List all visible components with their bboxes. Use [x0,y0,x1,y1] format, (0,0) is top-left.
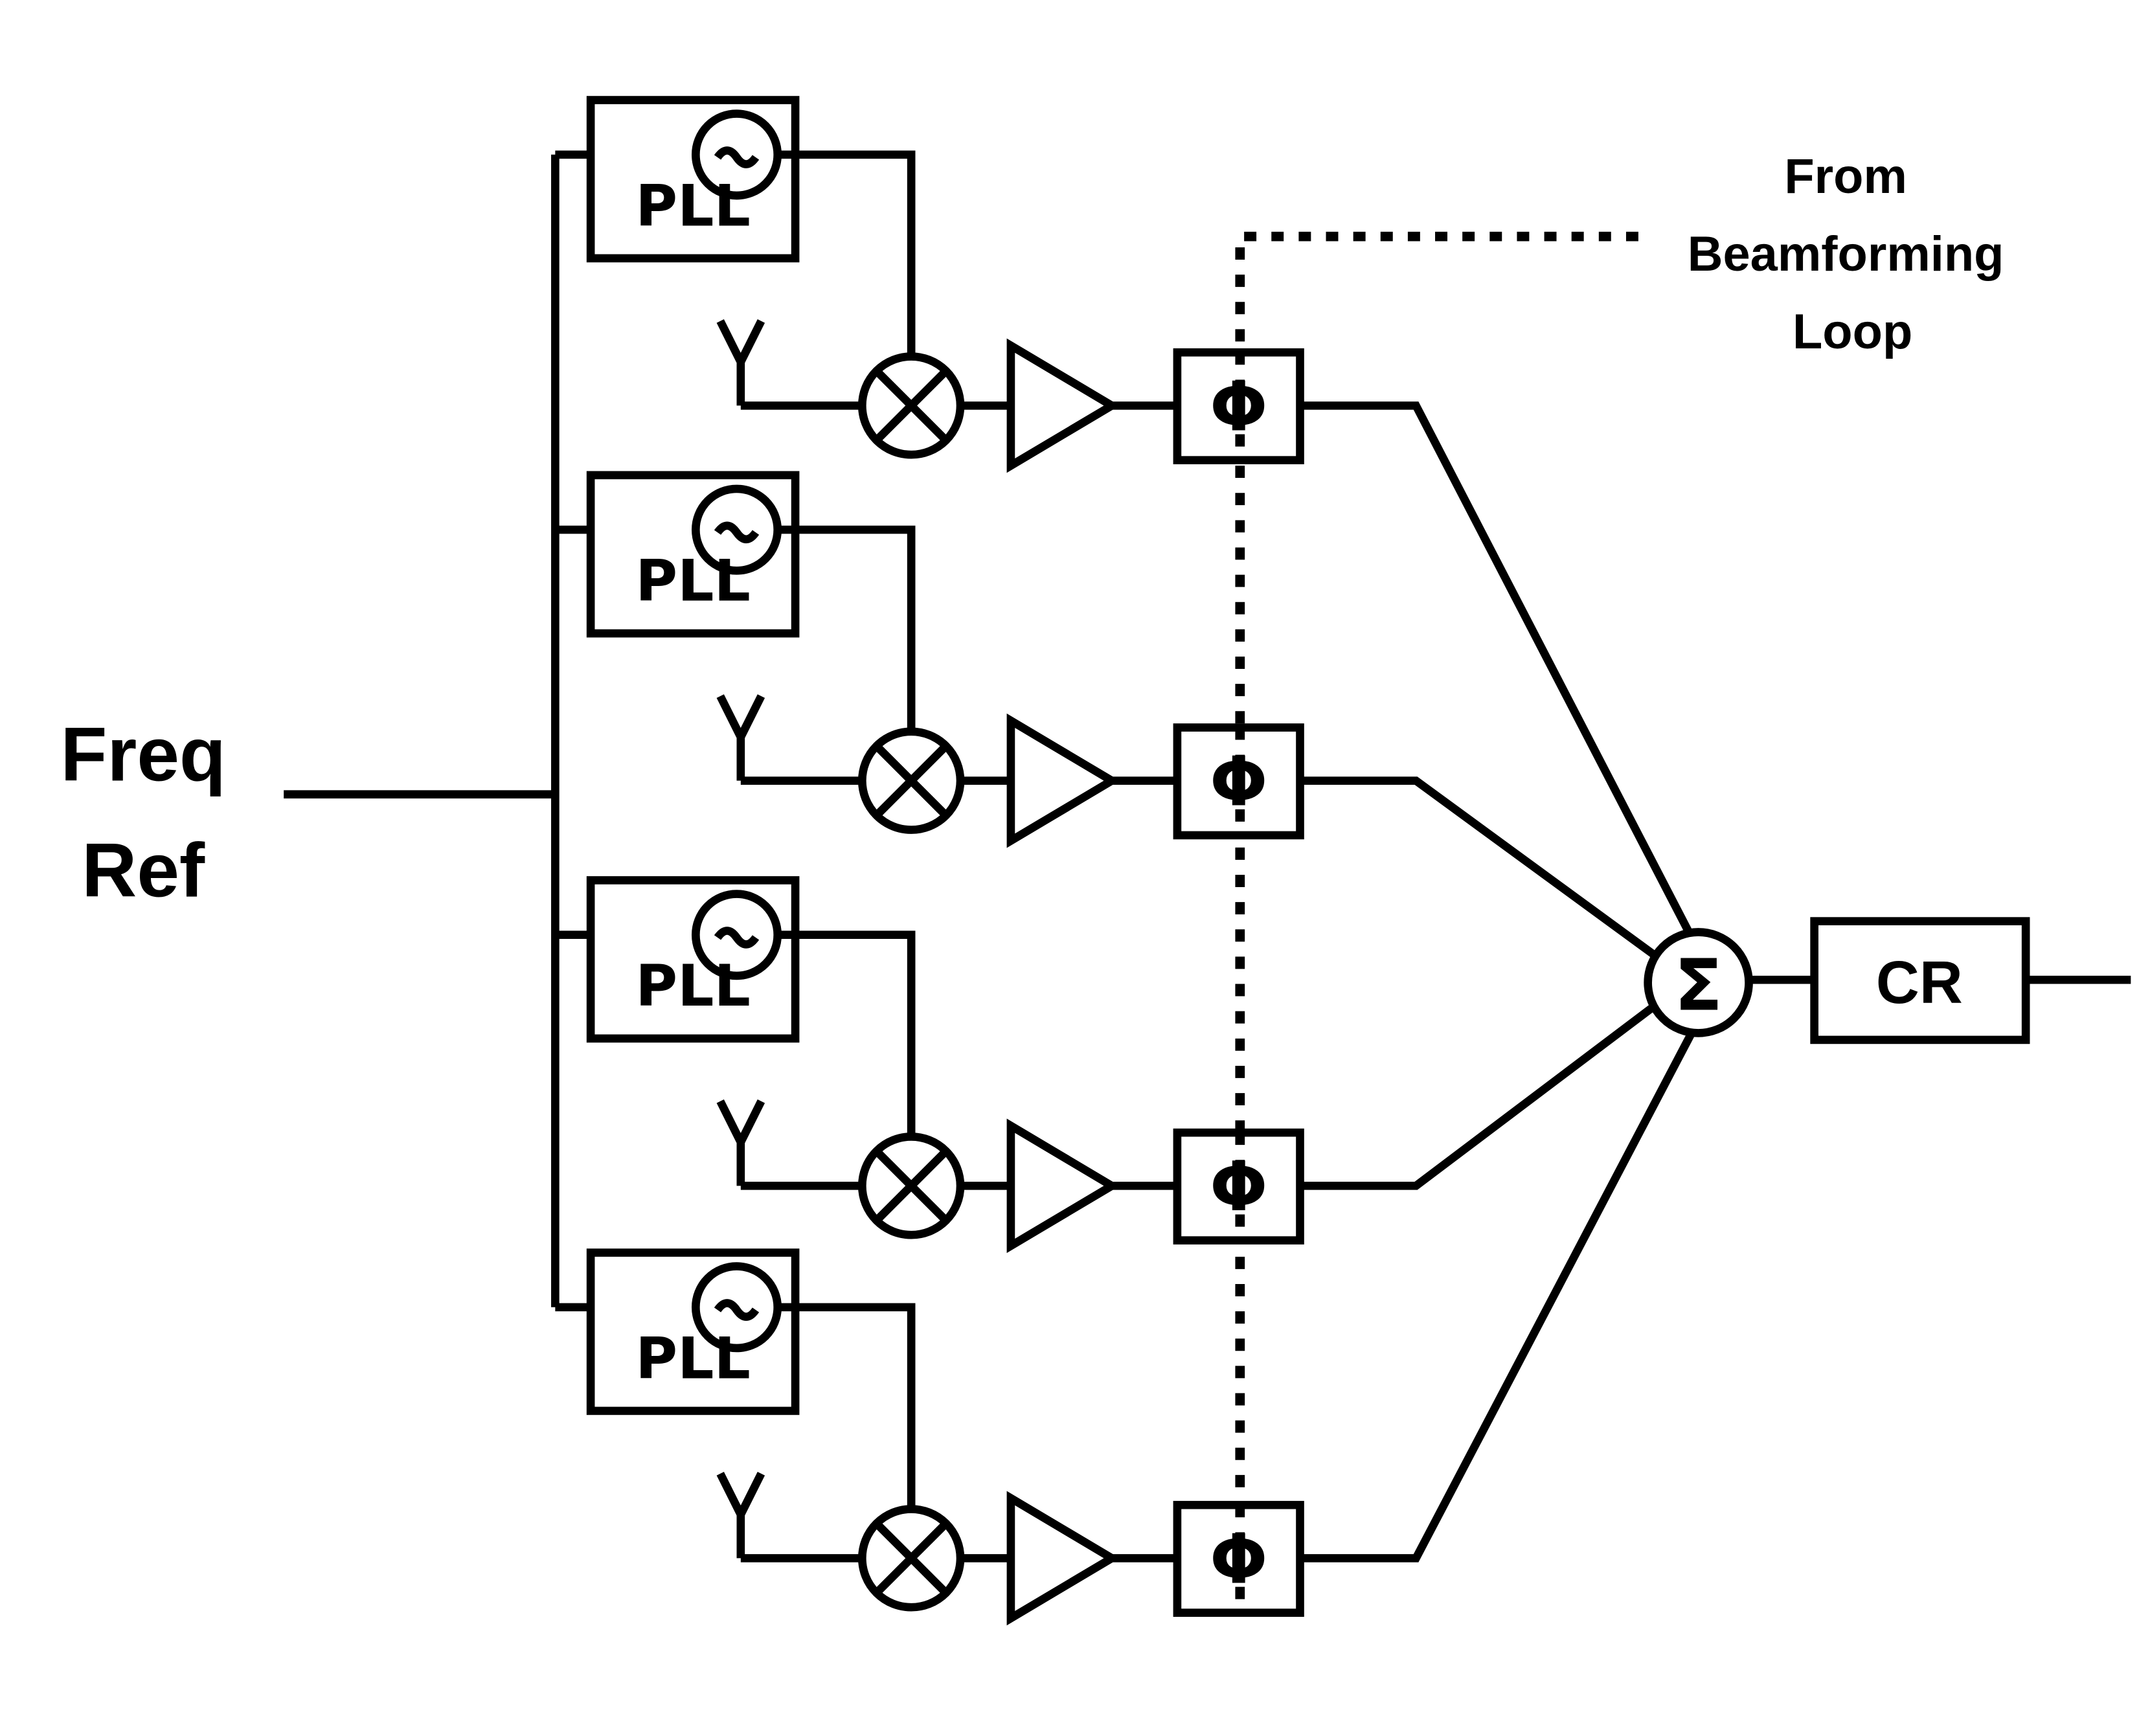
tilde-icon [714,1299,760,1321]
pll-label: PLL [635,172,751,239]
summer-symbol: Σ [1674,944,1723,1027]
mixer-x-icon [874,368,949,443]
lo-line-3 [777,930,916,1137]
freq-label: Freq [60,712,226,797]
amplifier-icon [1006,1491,1120,1626]
antenna-icon [716,319,765,406]
lo-line-4 [777,1303,916,1509]
antenna-icon [716,1099,765,1186]
sum-input-line-2 [1300,776,1657,959]
phase-symbol: Φ [1210,1147,1268,1226]
sum-input-line-1 [1300,401,1693,934]
sum-input-line-3 [1300,1002,1657,1190]
beamforming-label-2: Beamforming [1688,227,2004,282]
sum-input-line-4 [1300,1031,1695,1562]
tilde-icon [714,146,760,168]
beamforming-label-1: From [1784,149,1907,204]
mixer-x-icon [874,743,949,818]
phase-symbol: Φ [1210,742,1268,822]
mixer-x-icon [874,1521,949,1595]
amplifier-icon [1006,338,1120,473]
lo-line-2 [777,525,916,732]
tilde-icon [714,521,760,544]
beamforming-label-3: Loop [1793,304,1912,359]
pll-label: PLL [635,548,751,614]
pll-label: PLL [635,1325,751,1392]
tilde-icon [714,927,760,949]
mixer-x-icon [874,1149,949,1223]
antenna-icon [716,694,765,781]
amplifier-icon [1006,1118,1120,1254]
phase-symbol: Φ [1210,1519,1268,1599]
cr-label: CR [1876,949,1963,1016]
antenna-icon [716,1471,765,1559]
amplifier-icon [1006,713,1120,848]
pll-label: PLL [635,953,751,1019]
ref-label: Ref [82,828,205,913]
phase-symbol: Φ [1210,366,1268,446]
lo-line-1 [777,150,916,357]
